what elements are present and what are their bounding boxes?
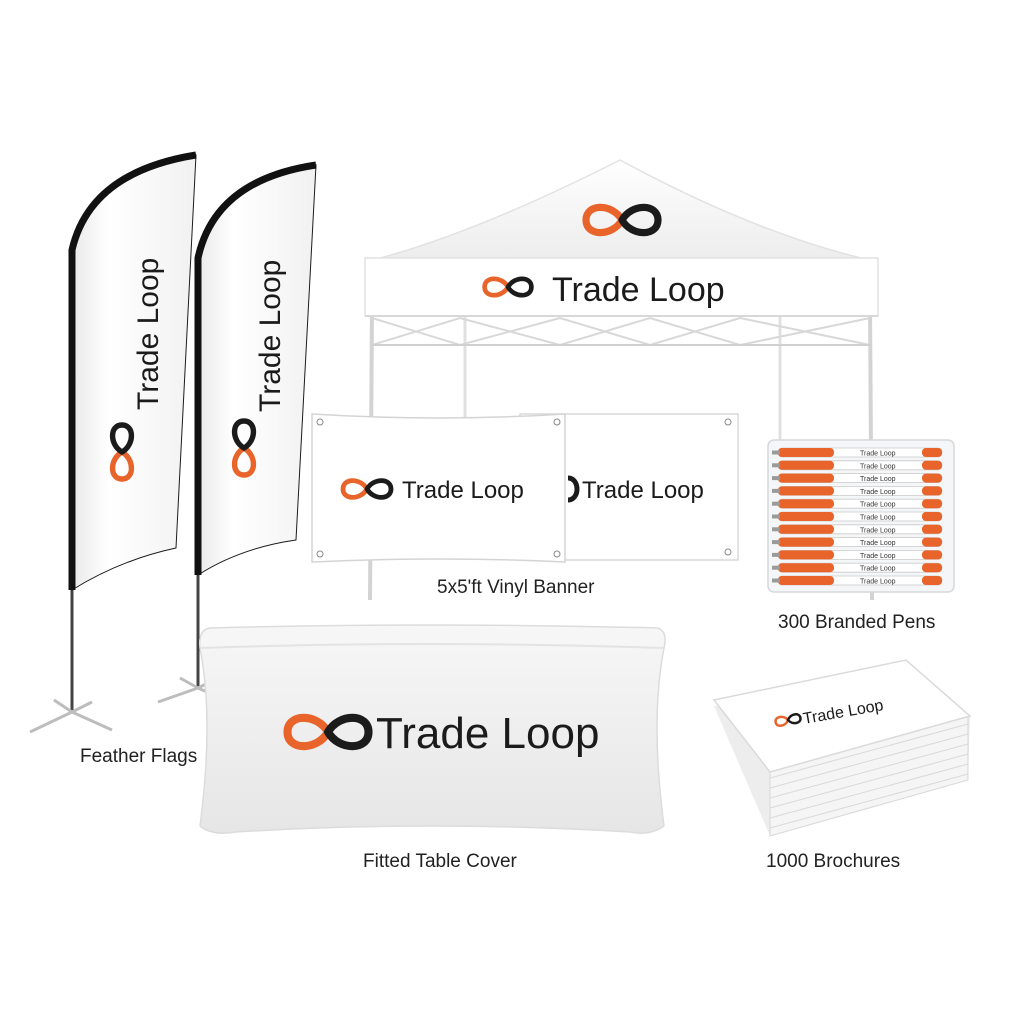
branded-pen: Trade Loop (772, 575, 943, 586)
pen-brand-name: Trade Loop (860, 540, 896, 547)
caption-brochures: 1000 Brochures (766, 851, 901, 872)
caption-vinyl-banner: 5x5'ft Vinyl Banner (437, 577, 595, 598)
branded-pen: Trade Loop (772, 460, 943, 470)
pen-brand-name: Trade Loop (860, 451, 896, 458)
pen-brand-name: Trade Loop (860, 515, 896, 522)
flag-1-brand-name: Trade Loop (132, 258, 165, 410)
branded-pen: Trade Loop (772, 498, 943, 509)
branded-pen: Trade Loop (772, 447, 943, 458)
caption-branded-pens: 300 Branded Pens (778, 612, 936, 633)
pen-brand-name: Trade Loop (860, 566, 896, 573)
fitted-table-cover: Trade Loop (198, 624, 666, 834)
pen-brand-name: Trade Loop (860, 527, 896, 534)
branded-pen: Trade Loop (772, 562, 943, 573)
brochure-stack: Trade Loop (712, 659, 972, 837)
feather-flag-1: Trade Loop (29, 151, 197, 734)
branded-pen: Trade Loop (772, 524, 943, 534)
branded-pen: Trade Loop (772, 473, 943, 483)
branded-pen: Trade Loop (772, 550, 943, 560)
banner-brand-name: Trade Loop (402, 477, 524, 504)
branded-pen: Trade Loop (772, 485, 943, 496)
vinyl-banners: Trade Loop Trade Loop (311, 413, 739, 563)
branded-pen: Trade Loop (772, 537, 943, 547)
pen-brand-name: Trade Loop (860, 476, 896, 483)
caption-feather-flags: Feather Flags (80, 746, 198, 767)
canopy-tent: Trade Loop (364, 159, 879, 601)
caption-table-cover: Fitted Table Cover (363, 851, 517, 872)
pen-brand-name: Trade Loop (860, 489, 896, 496)
pen-brand-name: Trade Loop (860, 502, 896, 509)
banner-back-brand-name: Trade Loop (582, 477, 704, 504)
branded-pen: Trade Loop (772, 511, 943, 522)
table-brand-name: Trade Loop (376, 709, 599, 758)
pen-brand-name: Trade Loop (860, 463, 896, 470)
flag-2-brand-name: Trade Loop (254, 260, 287, 412)
pen-brand-name: Trade Loop (860, 579, 896, 586)
tent-brand-name: Trade Loop (552, 271, 725, 309)
pen-brand-name: Trade Loop (860, 553, 896, 560)
feather-flag-2: Trade Loop (157, 161, 317, 704)
